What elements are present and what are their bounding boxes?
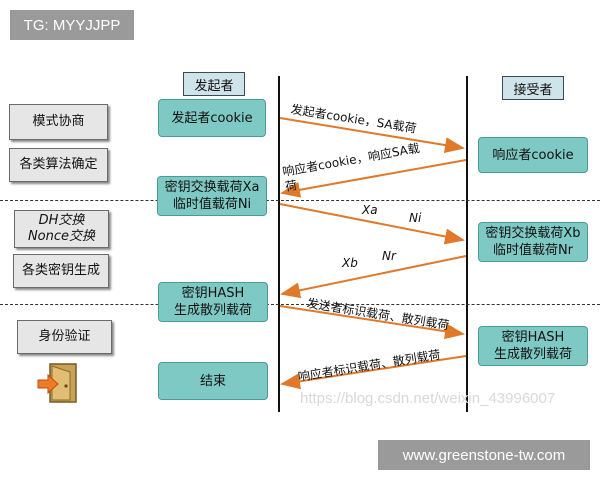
arrow-m3: [279, 203, 465, 245]
message-m3-ni: Ni: [409, 211, 421, 225]
arrow-m1: [279, 117, 465, 153]
responder-lifeline: [466, 76, 468, 412]
initiator-end-label: 结束: [199, 373, 226, 389]
message-m4-nr-text: Nr: [382, 249, 396, 263]
phase-dh-exchange-label: DH交换: [38, 213, 85, 228]
initiator-cookie-step: 发起者cookie: [158, 99, 266, 137]
initiator-hash-step: 密钥HASH 生成散列载荷: [158, 282, 268, 322]
phase-key-generation-label: 各类密钥生成: [21, 263, 100, 278]
phase-mode-negotiation: 模式协商: [9, 104, 108, 140]
initiator-hash-line2: 生成散列载荷: [173, 303, 252, 318]
responder-cookie-label: 响应者cookie: [492, 147, 574, 163]
responder-kx-line2: 临时值载荷Nr: [492, 243, 574, 258]
phase-separator-1: [0, 200, 600, 201]
phase-algorithm-confirm: 各类算法确定: [9, 148, 108, 182]
door-exit-icon: [36, 362, 80, 404]
responder-hash-step: 密钥HASH 生成散列载荷: [478, 326, 588, 366]
message-m2-text-line2: 荷: [284, 177, 299, 194]
csdn-watermark-text: https://blog.csdn.net/weixin_43996007: [300, 390, 556, 407]
arrow-m6: [280, 355, 467, 390]
message-m3-xa: Xa: [362, 203, 378, 217]
responder-hash-line1: 密钥HASH: [501, 330, 565, 345]
phase-key-generation: 各类密钥生成: [13, 254, 109, 288]
csdn-watermark: https://blog.csdn.net/weixin_43996007: [300, 390, 555, 407]
message-m3-ni-text: Ni: [409, 211, 422, 225]
arrow-m5: [279, 305, 465, 340]
site-tag-text: www.greenstone-tw.com: [402, 446, 566, 464]
responder-kx-line1: 密钥交换载荷Xb: [485, 226, 581, 241]
initiator-kx-line1: 密钥交换载荷Xa: [164, 180, 260, 195]
tg-tag-text: TG: MYYJJPP: [23, 16, 121, 34]
phase-nonce-exchange-label: Nonce交换: [27, 229, 96, 244]
initiator-kx-line2: 临时值载荷Ni: [172, 197, 252, 212]
arrow-m2: [280, 159, 467, 198]
message-m4-xb: Xb: [342, 256, 358, 270]
message-m4-xb-text: Xb: [342, 256, 358, 270]
message-m3-xa-text: Xa: [362, 203, 378, 217]
initiator-role-label: 发起者: [194, 78, 234, 94]
phase-dh-nonce-exchange: DH交换 Nonce交换: [14, 210, 109, 248]
responder-role: 接受者: [502, 76, 564, 100]
site-tag: www.greenstone-tw.com: [378, 440, 590, 470]
arrow-m4: [280, 255, 467, 299]
phase-separator-2: [0, 304, 600, 305]
initiator-key-exchange-step: 密钥交换载荷Xa 临时值载荷Ni: [157, 176, 267, 216]
initiator-cookie-label: 发起者cookie: [171, 110, 253, 126]
initiator-role: 发起者: [183, 72, 245, 96]
phase-algorithm-confirm-label: 各类算法确定: [19, 157, 98, 172]
initiator-end-step: 结束: [158, 362, 268, 400]
responder-hash-line2: 生成散列载荷: [493, 347, 572, 362]
initiator-lifeline: [278, 76, 280, 412]
phase-mode-negotiation-label: 模式协商: [32, 114, 85, 129]
responder-role-label: 接受者: [513, 82, 553, 98]
tg-tag: TG: MYYJJPP: [10, 10, 134, 40]
responder-cookie-step: 响应者cookie: [478, 137, 588, 173]
message-m4-nr: Nr: [382, 249, 396, 263]
responder-key-exchange-step: 密钥交换载荷Xb 临时值载荷Nr: [478, 222, 588, 262]
phase-identity-verification-label: 身份验证: [38, 329, 91, 344]
phase-identity-verification: 身份验证: [17, 320, 112, 354]
initiator-hash-line1: 密钥HASH: [181, 286, 245, 301]
